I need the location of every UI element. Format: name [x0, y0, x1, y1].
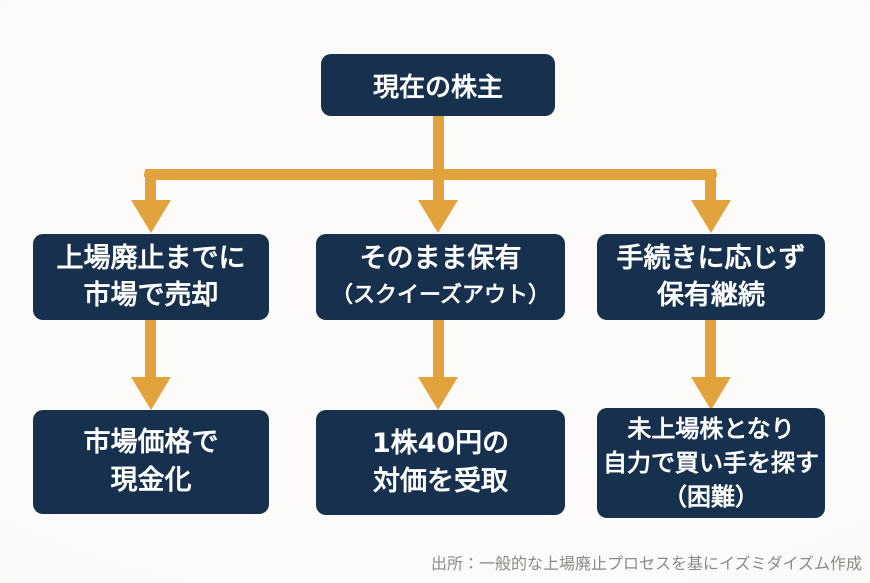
source-note: 出所：一般的な上場廃止プロセスを基にイズミダイズム作成	[430, 554, 862, 573]
node-receive-40yen-per-share: 1株40円の 対価を受取	[316, 410, 565, 515]
node-label-line: 1株40円の	[371, 427, 510, 459]
arrow-down-icon	[131, 377, 171, 410]
branch-drop-line-right	[705, 169, 716, 202]
node-cash-at-market-price: 市場価格で 現金化	[33, 410, 269, 514]
node-label-line: 市場で売却	[83, 280, 219, 311]
node-hold-squeeze-out: そのまま保有 （スクイーズアウト）	[316, 234, 565, 320]
node-label-line: 保有継続	[657, 280, 765, 311]
branch-horizontal-line	[144, 169, 717, 180]
node-label-line: 市場価格で	[83, 427, 219, 458]
node-label: 現在の株主	[372, 72, 503, 103]
node-unlisted-find-buyer-yourself: 未上場株となり 自力で買い手を探す （困難）	[597, 408, 825, 518]
node-label-line: 対価を受取	[373, 465, 508, 497]
outcome-stem-line-right	[705, 318, 716, 378]
node-sell-on-market-before-delisting: 上場廃止までに 市場で売却	[33, 234, 269, 320]
node-label-line: （スクイーズアウト）	[331, 283, 550, 308]
node-keep-holding-without-procedure: 手続きに応じず 保有継続	[597, 234, 825, 320]
node-label-line: そのまま保有	[359, 243, 522, 274]
node-current-shareholders: 現在の株主	[321, 54, 555, 116]
arrow-down-icon	[691, 200, 731, 233]
node-label-line: 現金化	[110, 465, 192, 496]
arrow-down-icon	[418, 200, 458, 233]
branch-drop-line-left	[145, 169, 156, 202]
arrow-down-icon	[691, 377, 731, 410]
node-label-line: 自力で買い手を探す	[603, 449, 819, 477]
outcome-stem-line-left	[145, 318, 156, 378]
outcome-stem-line-center	[433, 318, 444, 378]
node-label-line: 未上場株となり	[627, 415, 795, 443]
arrow-down-icon	[418, 377, 458, 410]
trunk-stem-line	[433, 114, 444, 202]
node-label-line: 手続きに応じず	[616, 243, 806, 274]
node-label-line: （困難）	[663, 483, 759, 511]
arrow-down-icon	[131, 200, 171, 233]
node-label-line: 上場廃止までに	[56, 243, 246, 274]
